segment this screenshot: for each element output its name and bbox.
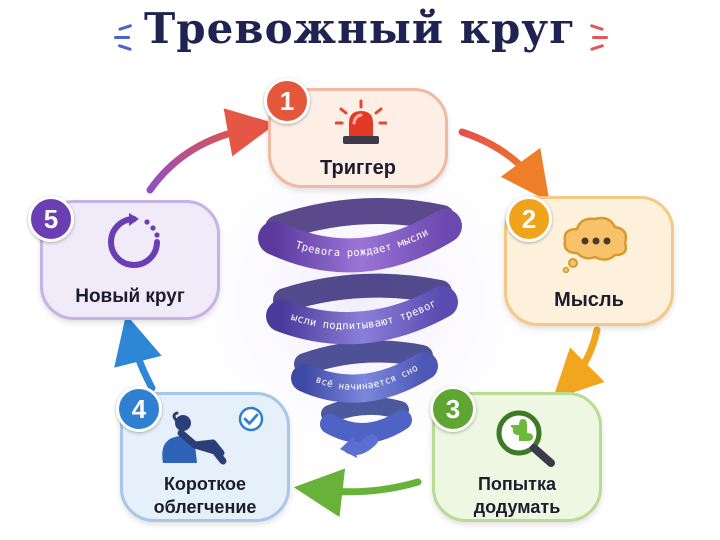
check-circle-icon	[237, 405, 265, 437]
title-sparkles-left	[114, 24, 132, 51]
step-1-label: Триггер	[320, 157, 396, 179]
step-5-label: Новый круг	[75, 286, 185, 307]
step-5-badge: 5	[28, 196, 74, 242]
puzzle-magnifier-icon	[489, 405, 559, 471]
step-2-badge: 2	[506, 196, 552, 242]
step-4-label: Короткое облегчение	[153, 474, 257, 517]
arrow-4-to-5	[114, 314, 162, 392]
step-3-badge: 3	[430, 386, 476, 432]
cycle-icon	[105, 213, 163, 275]
step-1-trigger: Триггер	[268, 88, 448, 188]
siren-icon	[334, 99, 388, 151]
step-1-badge: 1	[264, 78, 310, 124]
arrow-1-to-2	[458, 128, 550, 202]
arrow-5-to-1	[146, 108, 277, 194]
thought-bubble-icon	[559, 213, 631, 277]
step-3-label: Попытка додумать	[473, 474, 561, 517]
arrow-2-to-3	[552, 326, 605, 400]
step-2-label: Мысль	[554, 289, 624, 311]
title-sparkles-right	[590, 24, 608, 51]
step-4-badge: 4	[116, 386, 162, 432]
diagram-title: Тревожный круг	[144, 4, 576, 53]
person-relaxing-icon	[157, 411, 237, 471]
arrow-3-to-4	[293, 468, 422, 518]
